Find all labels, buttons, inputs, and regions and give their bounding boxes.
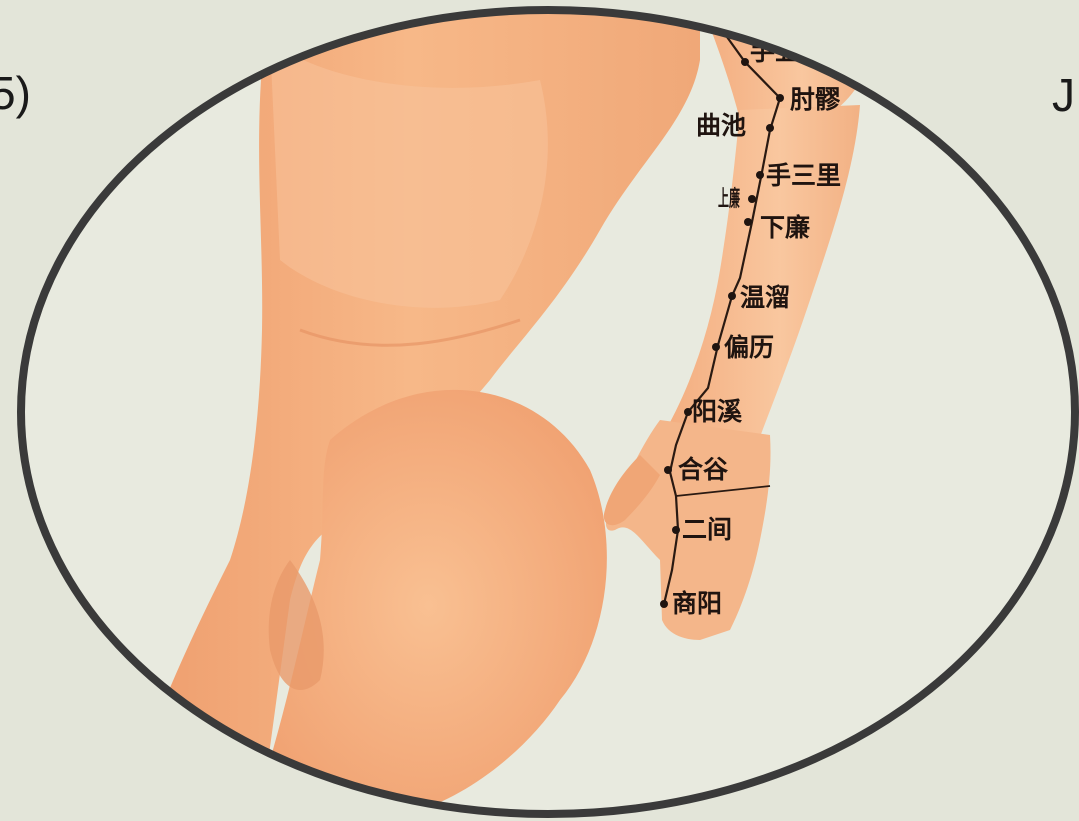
- point-dot-pianli: [712, 343, 720, 351]
- point-label-erjian: 二间: [682, 515, 732, 544]
- point-label-xialian: 下廉: [760, 213, 810, 242]
- point-label-shangyang: 商阳: [672, 589, 722, 618]
- point-label-shanglian: 上廉: [718, 186, 740, 212]
- point-label-yangxi: 阳溪: [692, 397, 743, 426]
- point-dot-xialian: [744, 218, 752, 226]
- point-dot-shousanli: [756, 171, 764, 179]
- point-dot-shouwuli: [741, 58, 749, 66]
- point-dot-shanglian: [748, 195, 756, 203]
- point-dot-yangxi: [684, 408, 692, 416]
- point-label-shousanli: 手三里: [766, 161, 841, 190]
- point-label-quchi: 曲池: [696, 111, 746, 140]
- point-dot-zhouliao: [776, 94, 784, 102]
- point-dot-erjian: [672, 526, 680, 534]
- point-dot-hegu: [664, 466, 672, 474]
- point-label-wenliu: 温溜: [740, 283, 790, 312]
- point-label-zhouliao: 肘髎: [790, 85, 841, 114]
- point-dot-quchi: [766, 124, 774, 132]
- point-label-pianli: 偏历: [724, 333, 774, 362]
- point-label-hegu: 合谷: [678, 455, 729, 484]
- point-dot-shangyang: [660, 600, 668, 608]
- point-dot-wenliu: [728, 292, 736, 300]
